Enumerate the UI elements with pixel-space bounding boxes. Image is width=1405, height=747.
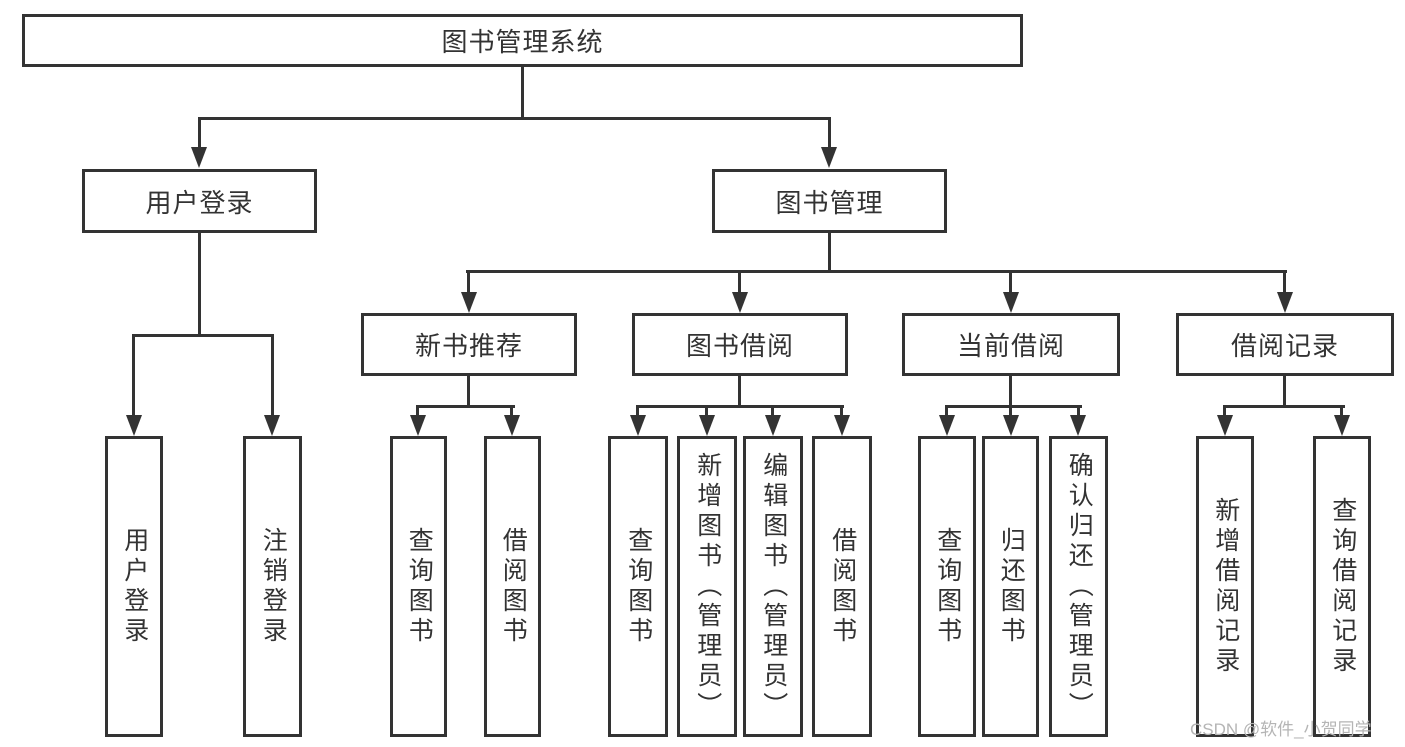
arrowhead-down-icon: [1217, 415, 1233, 436]
leaf-user-login: 用户登录: [105, 436, 163, 737]
arrowhead-down-icon: [461, 292, 477, 313]
connector-login-branch: [132, 334, 274, 337]
node-current-borrow: 当前借阅: [902, 313, 1120, 376]
connector-manage-stem: [828, 233, 831, 273]
leaf-current-query-books: 查询图书: [918, 436, 976, 737]
connector-drop-leaf: [945, 407, 948, 417]
arrowhead-down-icon: [699, 415, 715, 436]
connector-recommend-stem: [467, 376, 470, 408]
node-book-management-label: 图书管理: [775, 187, 884, 218]
node-book-management: 图书管理: [712, 169, 947, 233]
leaf-current-confirm-return-admin: 确认归还（管理员）: [1049, 436, 1108, 737]
node-user-login: 用户登录: [82, 169, 317, 233]
leaf-records-add-record: 新增借阅记录: [1196, 436, 1254, 737]
leaf-records-query-record-label: 查询借阅记录: [1328, 496, 1357, 677]
connector-drop-leaf: [510, 407, 513, 417]
arrowhead-down-icon: [126, 415, 142, 436]
node-borrow-records-label: 借阅记录: [1230, 331, 1339, 361]
leaf-records-query-record: 查询借阅记录: [1313, 436, 1371, 737]
arrowhead-down-icon: [630, 415, 646, 436]
leaf-current-return-books: 归还图书: [982, 436, 1039, 737]
connector-drop-leaf: [1223, 407, 1226, 417]
leaf-logout: 注销登录: [243, 436, 302, 737]
arrowhead-down-icon: [1003, 292, 1019, 313]
leaf-borrow-add-books-admin: 新增图书（管理员）: [677, 436, 737, 737]
leaf-current-query-books-label: 查询图书: [933, 526, 962, 647]
arrowhead-down-icon: [1070, 415, 1086, 436]
connector-drop-leaf: [705, 407, 708, 417]
leaf-recommend-borrow-books: 借阅图书: [484, 436, 541, 737]
leaf-recommend-query-books: 查询图书: [390, 436, 447, 737]
leaf-current-confirm-return-admin-label: 确认归还（管理员）: [1065, 451, 1094, 722]
connector-current-branch: [945, 405, 1082, 408]
connector-drop-leaf: [1340, 407, 1343, 417]
node-new-book-recommend: 新书推荐: [361, 313, 577, 376]
arrowhead-down-icon: [732, 292, 748, 313]
arrowhead-down-icon: [410, 415, 426, 436]
arrowhead-down-icon: [765, 415, 781, 436]
connector-drop-leaf: [1077, 407, 1080, 417]
leaf-records-add-record-label: 新增借阅记录: [1211, 496, 1240, 677]
arrowhead-down-icon: [939, 415, 955, 436]
connector-borrow-branch: [636, 405, 844, 408]
leaf-current-return-books-label: 归还图书: [997, 526, 1026, 647]
connector-drop-book-management: [828, 119, 831, 148]
connector-drop-user-login: [198, 119, 201, 148]
leaf-borrow-query-books-label: 查询图书: [624, 526, 653, 647]
connector-root-stem: [521, 66, 524, 119]
connector-current-stem: [1009, 376, 1012, 408]
connector-login-stem: [198, 233, 201, 337]
leaf-borrow-borrow-books-label: 借阅图书: [828, 526, 857, 647]
connector-drop-leaf: [271, 336, 274, 417]
connector-drop-leaf: [416, 407, 419, 417]
leaf-borrow-query-books: 查询图书: [608, 436, 668, 737]
arrowhead-down-icon: [1277, 292, 1293, 313]
node-borrow-records: 借阅记录: [1176, 313, 1394, 376]
node-root-label: 图书管理系统: [441, 27, 604, 57]
node-root: 图书管理系统: [22, 14, 1023, 67]
node-book-borrow-label: 图书借阅: [685, 331, 794, 361]
connector-drop-level3: [1009, 272, 1012, 294]
connector-records-branch: [1223, 405, 1345, 408]
connector-recommend-branch: [416, 405, 515, 408]
connector-drop-leaf: [636, 407, 639, 417]
leaf-recommend-query-books-label: 查询图书: [405, 526, 434, 647]
watermark: CSDN @软件_小贺同学: [1190, 720, 1372, 739]
connector-drop-leaf: [840, 407, 843, 417]
connector-drop-leaf: [1009, 407, 1012, 417]
leaf-borrow-edit-books-admin-label: 编辑图书（管理员）: [759, 451, 788, 722]
leaf-recommend-borrow-books-label: 借阅图书: [499, 526, 528, 647]
connector-drop-level3: [467, 272, 470, 294]
leaf-borrow-edit-books-admin: 编辑图书（管理员）: [743, 436, 803, 737]
arrowhead-down-icon: [264, 415, 280, 436]
connector-drop-leaf: [132, 336, 135, 417]
arrowhead-down-icon: [834, 415, 850, 436]
node-new-book-recommend-label: 新书推荐: [414, 331, 523, 361]
leaf-borrow-borrow-books: 借阅图书: [812, 436, 872, 737]
arrowhead-down-icon: [191, 147, 207, 168]
arrowhead-down-icon: [821, 147, 837, 168]
connector-drop-level3: [1283, 272, 1286, 294]
connector-root-branch: [198, 117, 831, 120]
leaf-logout-label: 注销登录: [259, 526, 288, 647]
connector-borrow-stem: [738, 376, 741, 408]
connector-records-stem: [1283, 376, 1286, 408]
node-book-borrow: 图书借阅: [632, 313, 848, 376]
arrowhead-down-icon: [504, 415, 520, 436]
connector-drop-leaf: [771, 407, 774, 417]
leaf-borrow-add-books-admin-label: 新增图书（管理员）: [693, 451, 722, 722]
node-current-borrow-label: 当前借阅: [956, 331, 1065, 361]
connector-manage-branch: [466, 270, 1287, 273]
connector-drop-level3: [738, 272, 741, 294]
node-user-login-label: 用户登录: [145, 187, 254, 218]
arrowhead-down-icon: [1334, 415, 1350, 436]
leaf-user-login-label: 用户登录: [120, 526, 149, 647]
arrowhead-down-icon: [1003, 415, 1019, 436]
